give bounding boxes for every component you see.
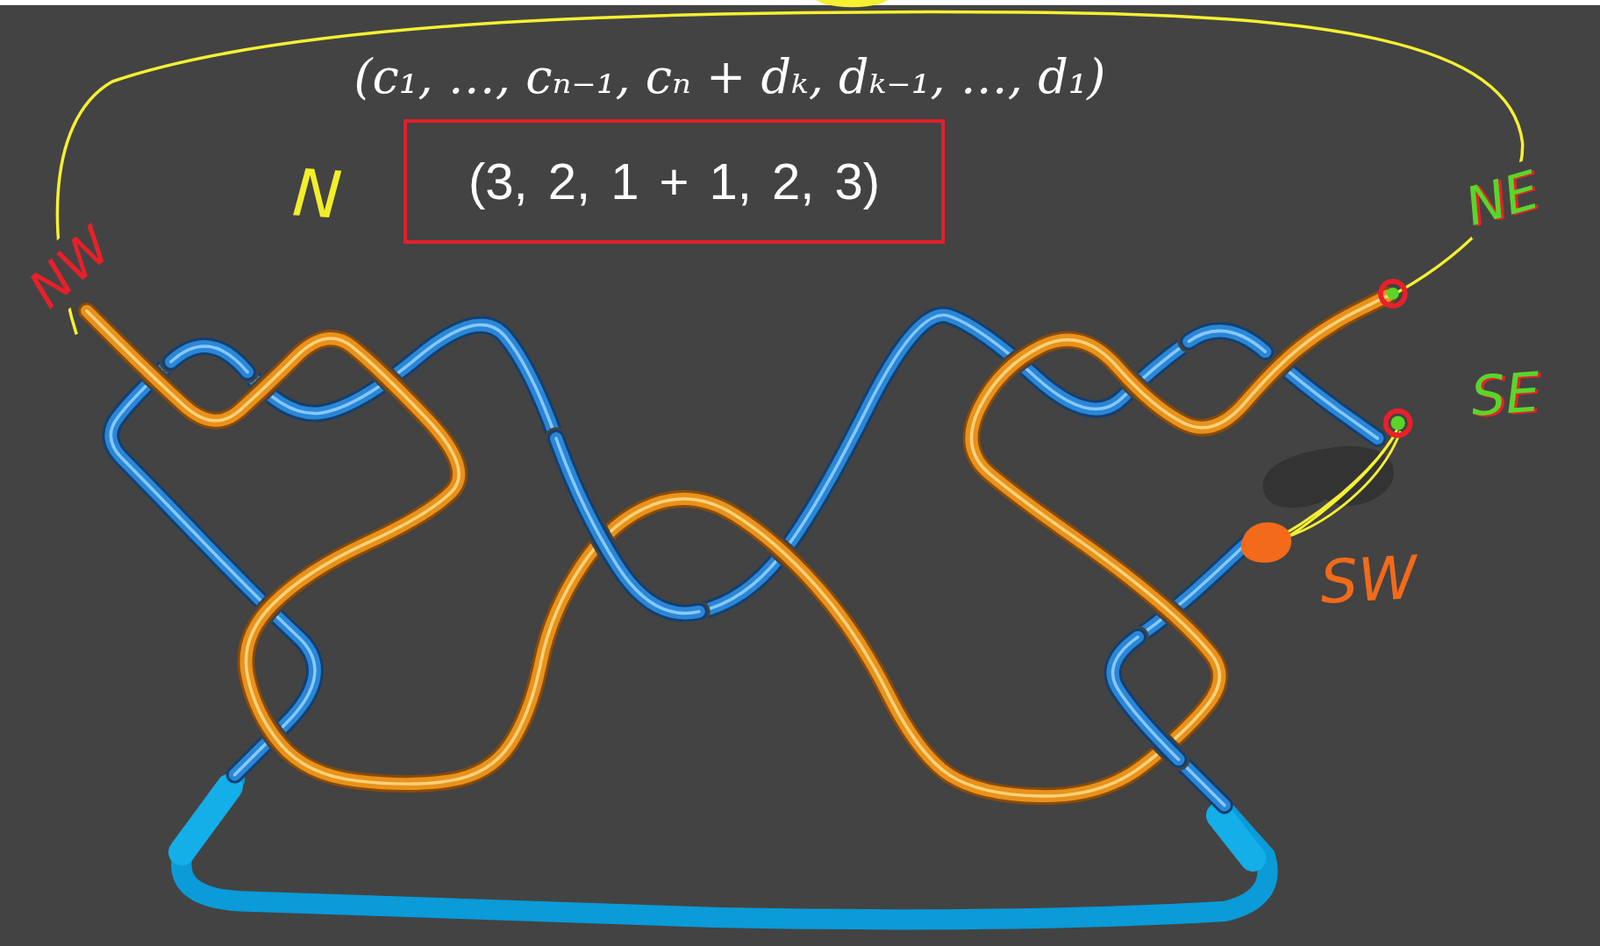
knot-strands — [86, 295, 1388, 806]
sequence-text: (3, 2, 1 + 1, 2, 3) — [468, 152, 880, 212]
blue-strand — [1188, 330, 1265, 352]
blue-strand — [110, 314, 1378, 775]
orange-strand — [86, 295, 1388, 797]
top-strip — [0, 0, 1600, 6]
blue-strand — [1113, 637, 1179, 761]
sequence-box: (3, 2, 1 + 1, 2, 3) — [403, 119, 945, 244]
blue-strand — [556, 438, 700, 614]
endpoint-mark — [1391, 415, 1406, 430]
sequence-formula: (c₁, …, cₙ₋₁, cₙ + dₖ, dₖ₋₁, …, d₁) — [350, 50, 1110, 105]
pointer-letter: N — [286, 155, 348, 234]
closing-strand — [181, 787, 230, 853]
orange-strand — [86, 295, 1388, 797]
corner-label: NW — [14, 214, 125, 322]
endpoint-mark — [1241, 522, 1292, 564]
blue-strand — [171, 346, 248, 372]
blue-strand — [556, 438, 700, 614]
closing-strand — [1219, 815, 1253, 859]
blue-strand — [556, 438, 700, 614]
blue-strand — [556, 438, 700, 614]
endpoint-mark — [1380, 281, 1406, 307]
corner-label: NE — [1455, 157, 1549, 238]
blue-strand — [171, 346, 248, 372]
endpoint-mark — [1385, 411, 1411, 436]
blue-strand — [110, 314, 1378, 775]
closing-strand — [181, 779, 1268, 920]
blue-strand — [1188, 330, 1265, 352]
blue-strand — [171, 346, 248, 372]
blue-strand — [1188, 330, 1265, 352]
corner-label: SE — [1464, 360, 1545, 429]
orange-strand — [86, 295, 1388, 797]
highlight-mark — [813, 0, 891, 8]
blue-strand — [1113, 637, 1179, 761]
blue-strand — [171, 346, 248, 372]
blue-strand — [1188, 330, 1265, 352]
corner-label: SW — [1314, 543, 1422, 618]
blue-strand — [1113, 637, 1179, 761]
connection-arc — [57, 12, 1522, 336]
orange-strand — [86, 295, 1388, 797]
blue-strand — [1113, 637, 1179, 761]
blue-strand — [110, 314, 1378, 775]
endpoint-mark — [1386, 287, 1400, 300]
